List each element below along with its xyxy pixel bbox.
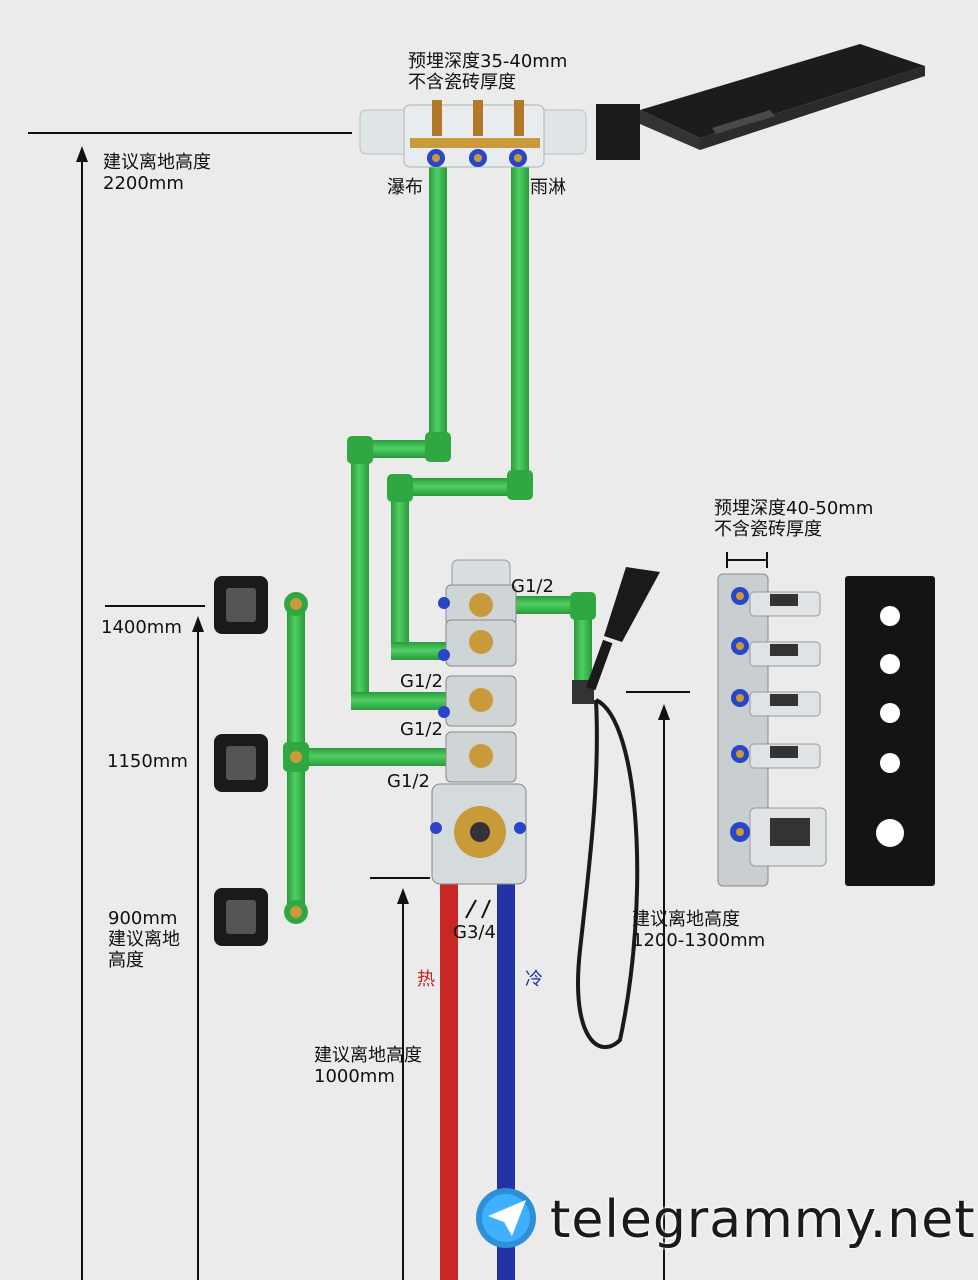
cold-label: 冷: [525, 969, 543, 990]
watermark-logo-icon: [476, 1188, 536, 1248]
green-pipes: [287, 165, 592, 920]
height-note-1000: 建议离地高度 1000mm: [314, 1045, 422, 1087]
watermark-text: telegrammy.net: [550, 1190, 976, 1250]
side-valve-module: [717, 573, 827, 887]
height-1150: 1150mm: [107, 751, 188, 772]
cold-pipe: [497, 870, 515, 1280]
rain-shower-head: [596, 44, 925, 160]
depth-note-side: 预埋深度40-50mm 不含瓷砖厚度: [714, 498, 874, 540]
thread-label-g12: G1/2: [400, 671, 443, 692]
height-note-1200: 建议离地高度 1200-1300mm: [632, 909, 766, 951]
hand-shower: [576, 567, 660, 1050]
trim-plate: [845, 576, 935, 886]
height-900: 900mm 建议离地 高度: [108, 908, 180, 971]
waterfall-label: 瀑布: [387, 177, 423, 198]
brass-fittings: [284, 592, 594, 924]
top-diverter-box: [359, 100, 587, 168]
rain-label: 雨淋: [530, 177, 566, 198]
thread-label-g34: G3/4: [453, 922, 496, 943]
hot-pipe: [440, 870, 458, 1280]
thread-label-g12: G1/2: [387, 771, 430, 792]
dimension-lines: [28, 132, 768, 1280]
hot-label: 热: [417, 969, 435, 990]
body-jet-icon: [214, 576, 268, 946]
depth-note-top: 预埋深度35-40mm 不含瓷砖厚度: [408, 51, 568, 93]
height-note-2200: 建议离地高度 2200mm: [103, 152, 211, 194]
thread-label-g12: G1/2: [511, 576, 554, 597]
thread-label-g12: G1/2: [400, 719, 443, 740]
valve-stack: [430, 559, 527, 885]
height-1400: 1400mm: [101, 617, 182, 638]
